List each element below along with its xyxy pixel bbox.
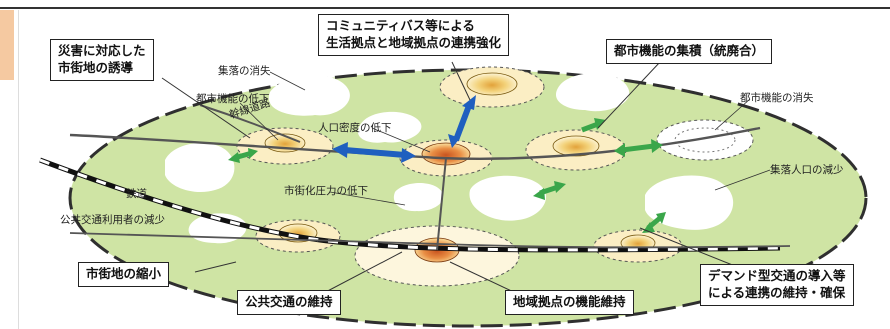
label-urban-function-decline: 都市機能の低下 xyxy=(196,93,270,105)
blue-arrow-vertical xyxy=(453,101,473,142)
callout-disaster-guidance: 災害に対応した 市街地の誘導 xyxy=(50,39,154,81)
callout-public-transport-maintain: 公共交通の維持 xyxy=(237,290,341,315)
callout-regional-hub-maintain: 地域拠点の機能維持 xyxy=(505,290,634,315)
blank-area-left xyxy=(165,142,235,193)
callout-urban-function-concentration: 都市機能の集積（統廃合） xyxy=(606,39,773,64)
green-arrow-mid-head-b xyxy=(554,181,566,193)
public-transport-line xyxy=(69,232,791,249)
callout-demand-transport: デマンド型交通の導入等 による連携の維持・確保 xyxy=(700,264,854,306)
label-urban-function-loss: 都市機能の消失 xyxy=(740,92,814,104)
trunk-road-branch xyxy=(199,104,301,143)
blue-arrow-vertical-head-bottom xyxy=(448,134,460,148)
leader-demand xyxy=(639,227,746,271)
left-rule xyxy=(18,10,19,329)
leader-label-urban-decline xyxy=(239,102,279,141)
leader-shrink xyxy=(194,261,237,273)
leader-disaster xyxy=(161,77,251,139)
green-arrow-right-head-b xyxy=(651,139,663,153)
callout-demand-transport-line1: デマンド型交通の導入等 xyxy=(708,268,846,283)
left-accent-bar xyxy=(0,10,14,80)
callout-community-bus-line1: コミュニティバス等による xyxy=(326,18,475,33)
blank-area-right xyxy=(645,175,734,230)
leader-label-settlement-loss xyxy=(269,71,306,91)
green-arrow-top-right xyxy=(581,121,599,133)
label-railway: 鉄道 xyxy=(126,188,147,200)
hub-lost-right xyxy=(656,119,754,161)
callout-disaster-guidance-line2: 市街地の誘導 xyxy=(58,59,134,75)
blank-area-center-top xyxy=(357,111,422,143)
callout-community-bus: コミュニティバス等による 生活拠点と地域拠点の連携強化 xyxy=(318,14,510,56)
leader-label-urbanization xyxy=(329,191,406,206)
link-line xyxy=(436,157,447,251)
leader-public-transport xyxy=(319,251,403,296)
green-arrow-top-right-head xyxy=(594,118,606,130)
hub-right-mid-core xyxy=(552,135,600,157)
blue-arrow-horizontal-head-right xyxy=(401,148,416,163)
label-population-density-decline: 人口密度の低下 xyxy=(318,122,392,134)
callout-disaster-guidance-line1: 災害に対応した xyxy=(58,43,146,58)
green-arrow-left-head-a xyxy=(228,152,240,163)
blank-area-mid xyxy=(469,175,547,221)
leader-concentration xyxy=(597,61,661,129)
leader-label-urban-loss xyxy=(714,98,751,131)
label-urbanization-pressure-decline: 市街化圧力の低下 xyxy=(284,185,368,197)
leader-label-settlement-pop xyxy=(714,169,771,191)
green-arrow-left-head-b xyxy=(248,148,258,159)
blank-area-lower-mid xyxy=(393,183,444,212)
blue-arrow-horizontal-head xyxy=(332,142,348,158)
green-arrow-lower-right-head-b xyxy=(656,212,666,224)
callout-community-bus-line2: 生活拠点と地域拠点の連携強化 xyxy=(326,34,502,50)
blue-arrow-horizontal xyxy=(344,147,406,158)
hub-lost-right-inner xyxy=(674,127,736,153)
label-public-transport-users-decline: 公共交通利用者の減少 xyxy=(60,214,165,226)
top-rule xyxy=(0,7,890,9)
green-arrow-mid-head-a xyxy=(533,188,545,200)
label-settlement-population-decline: 集落人口の減少 xyxy=(770,164,844,176)
green-arrow-right xyxy=(621,143,655,153)
blank-area-settlement-top xyxy=(268,75,350,116)
leader-regional-hub xyxy=(449,261,521,296)
leader-label-pop-density xyxy=(371,127,431,153)
blank-area-top-right xyxy=(556,73,630,112)
label-settlement-loss: 集落の消失 xyxy=(218,65,271,77)
hub-top-core xyxy=(466,72,518,96)
callout-demand-transport-line2: による連携の維持・確保 xyxy=(708,284,846,300)
leader-community-bus xyxy=(451,61,471,101)
green-arrow-right-head-a xyxy=(614,143,625,157)
callout-urban-area-shrink: 市街地の縮小 xyxy=(78,262,170,287)
blue-arrow-vertical-head-top xyxy=(462,95,476,110)
